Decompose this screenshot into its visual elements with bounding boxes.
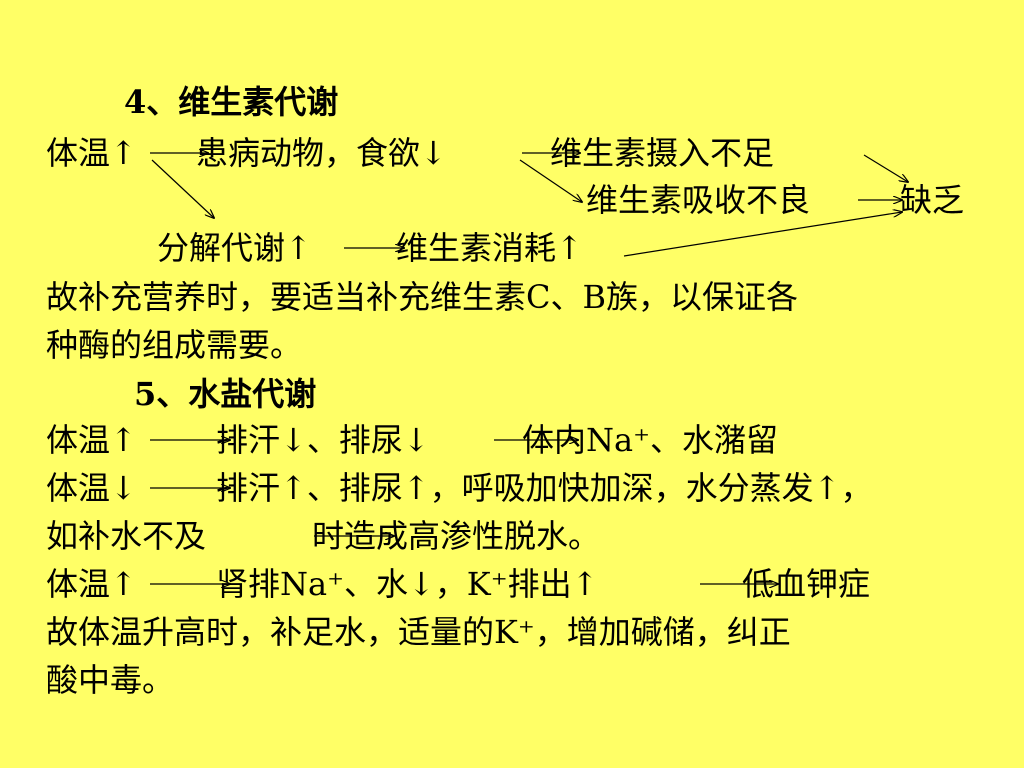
text-sick-animal: 患病动物，食欲↓ — [196, 134, 447, 172]
text-vitamin-intake: 维生素摄入不足 — [550, 134, 775, 172]
text-vitamin-absorption: 维生素吸收不良 — [586, 181, 811, 219]
text-kidney-excretion: 肾排Na⁺、水↓，K⁺排出↑ — [216, 565, 599, 603]
text-vitamin-consumption: 维生素消耗↑ — [396, 229, 583, 267]
text-hypertonic-dehydration: 时造成高渗性脱水。 — [312, 517, 601, 555]
text-sweat-urine-up: 排汗↑、排尿↑，呼吸加快加深，水分蒸发↑， — [216, 469, 873, 507]
section-title-water-salt: 5、水盐代谢 — [134, 375, 317, 413]
text-body-temp-up-3: 体温↑ — [46, 565, 137, 603]
text-hypokalemia: 低血钾症 — [742, 565, 871, 603]
text-body-temp-down: 体温↓ — [46, 469, 137, 507]
text-body-temp-up-1: 体温↑ — [46, 134, 137, 172]
section-title-vitamin: 4、维生素代谢 — [124, 83, 339, 121]
text-catabolism: 分解代谢↑ — [157, 229, 312, 267]
text-conclusion-2b: 酸中毒。 — [46, 661, 175, 699]
text-body-temp-up-2: 体温↑ — [46, 421, 137, 459]
arrow-intake-to-deficiency — [863, 154, 908, 182]
text-conclusion-2a: 故体温升高时，补足水，适量的K⁺，增加碱储，纠正 — [46, 613, 791, 651]
text-sweat-urine-down: 排汗↓、排尿↓ — [216, 421, 430, 459]
text-insufficient-water: 如补水不及 — [46, 517, 207, 555]
text-sodium-retention: 体内Na⁺、水潴留 — [522, 421, 778, 459]
text-conclusion-1a: 故补充营养时，要适当补充维生素C、B族，以保证各 — [46, 278, 799, 316]
text-deficiency: 缺乏 — [900, 181, 965, 219]
text-conclusion-1b: 种酶的组成需要。 — [46, 326, 303, 364]
